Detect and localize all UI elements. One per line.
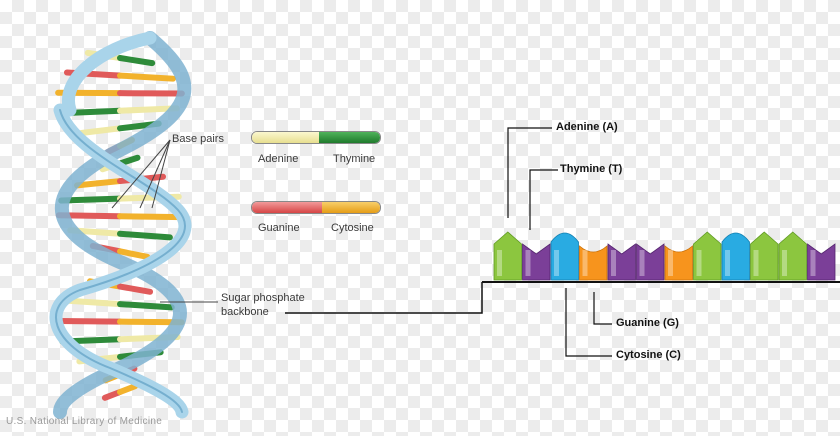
nucleotide-G: [579, 245, 608, 281]
nucleotide-A: [778, 231, 807, 281]
nucleotide-T: [807, 243, 836, 281]
backbone-connector: [285, 282, 483, 314]
base-pair-half: [117, 230, 173, 241]
nucleotide-T: [636, 243, 665, 281]
base-pairs-label: Base pairs: [172, 133, 224, 145]
base-pair-half: [117, 55, 156, 67]
nucleotide-highlight: [696, 250, 702, 276]
base-pair-half: [117, 213, 185, 221]
nucleotide-A: [750, 231, 779, 281]
nucleotide-A: [493, 231, 522, 281]
thymine-callout: [529, 169, 558, 230]
nucleotide-highlight: [497, 250, 502, 276]
thymine-key-segment: [318, 132, 380, 143]
base-pair-half: [117, 72, 177, 82]
backbone-label-line1: Sugar phosphate: [221, 292, 305, 304]
nucleotide-strand: [493, 231, 836, 281]
credit-text: U.S. National Library of Medicine: [6, 416, 163, 427]
backbone-strand-front-edge: [55, 109, 186, 413]
nucleotide-highlight: [611, 250, 616, 276]
base-pair-half: [117, 283, 154, 295]
nucleotide-highlight: [753, 250, 759, 276]
guanine-cytosine-key-bar: [251, 201, 381, 214]
nucleotide-C: [721, 232, 750, 281]
base-pair-half: [117, 105, 180, 114]
thymine-key-label: Thymine: [333, 153, 376, 165]
nucleotide-highlight: [639, 250, 645, 276]
base-pair-half: [117, 383, 139, 395]
nucleotide-G: [664, 245, 693, 281]
adenine-label: Adenine (A): [556, 121, 618, 133]
nucleotide-T: [522, 243, 551, 281]
guanine-label: Guanine (G): [616, 317, 679, 329]
base-pair-half: [65, 297, 123, 308]
adenine-callout: [507, 127, 552, 218]
nucleotide-highlight: [782, 250, 787, 276]
base-pair-half: [58, 195, 123, 204]
nucleotide-T: [607, 243, 636, 281]
cytosine-callout: [565, 288, 612, 357]
cytosine-key-segment: [322, 202, 380, 213]
nucleotide-highlight: [725, 250, 730, 276]
base-pair-half: [117, 154, 141, 167]
base-pair-half: [117, 301, 175, 311]
base-pair-half: [74, 178, 123, 189]
cytosine-key-label: Cytosine: [331, 222, 374, 234]
base-pair-half: [55, 318, 123, 325]
adenine-key-segment: [252, 132, 319, 143]
nucleotide-highlight: [554, 250, 559, 276]
nucleotide-highlight: [525, 250, 531, 276]
nucleotide-C: [550, 232, 579, 281]
thymine-label: Thymine (T): [560, 163, 623, 175]
nucleotide-highlight: [582, 250, 588, 276]
base-pairs-pointers: [111, 139, 171, 209]
nucleotide-highlight: [668, 250, 673, 276]
adenine-key-label: Adenine: [258, 153, 299, 165]
base-pair-half: [117, 248, 151, 260]
guanine-callout: [593, 292, 612, 325]
adenine-thymine-key-bar: [251, 131, 381, 144]
backbone-label-line2: backbone: [221, 306, 269, 318]
cytosine-label: Cytosine (C): [616, 349, 681, 361]
strand-callouts: [507, 127, 612, 357]
guanine-key-label: Guanine: [258, 222, 300, 234]
guanine-key-segment: [252, 202, 323, 213]
nucleotide-highlight: [810, 250, 816, 276]
base-pair-half: [78, 125, 123, 137]
nucleotide-A: [693, 231, 722, 281]
